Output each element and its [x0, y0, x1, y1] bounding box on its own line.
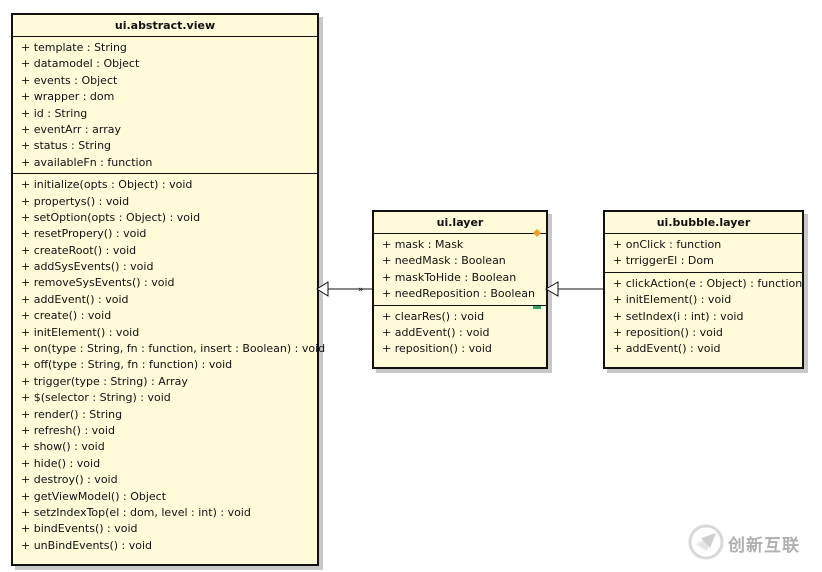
attribute-item: + eventArr : array: [21, 122, 121, 136]
methods-section: + initialize(opts : Object) : void + prop…: [13, 173, 326, 556]
orange-diamond-marker-icon: [533, 229, 541, 237]
method-item: + propertys() : void: [21, 194, 130, 208]
method-item: + bindEvents() : void: [21, 522, 138, 536]
method-item: + initElement() : void: [613, 293, 732, 307]
class-box-ui-layer[interactable]: ui.layer + mask : Mask + needMask : Boole…: [372, 210, 548, 369]
method-item: + clearRes() : void: [382, 309, 485, 323]
class-box-ui-abstract-view[interactable]: ui.abstract.view + template : String + da…: [11, 13, 326, 566]
method-item: + unBindEvents() : void: [21, 538, 153, 552]
method-item: + setzIndexTop(el : dom, level : int) : …: [21, 505, 251, 519]
method-item: + trigger(type : String) : Array: [21, 374, 188, 388]
class-box-ui-bubble-layer[interactable]: ui.bubble.layer + onClick : function + tr…: [603, 210, 804, 369]
attribute-item: + status : String: [21, 139, 112, 153]
method-item: + initialize(opts : Object) : void: [21, 178, 193, 192]
generalization-layer-to-view[interactable]: »: [316, 281, 372, 297]
method-item: + addSysEvents() : void: [21, 260, 154, 274]
method-item: + clickAction(e : Object) : function: [613, 276, 803, 290]
brand-logo-icon: [688, 524, 724, 560]
attribute-item: + maskToHide : Boolean: [382, 270, 517, 284]
methods-section: + clickAction(e : Object) : function + in…: [605, 271, 803, 360]
attribute-item: + trriggerEl : Dom: [613, 254, 714, 268]
method-item: + reposition() : void: [613, 325, 723, 339]
method-item: + show() : void: [21, 440, 105, 454]
inheritance-arrowhead-icon: [316, 281, 329, 297]
attribute-item: + wrapper : dom: [21, 90, 115, 104]
attributes-section: + mask : Mask + needMask : Boolean + maskT…: [374, 234, 546, 305]
attributes-section: + onClick : function + trriggerEl : Dom: [605, 234, 802, 272]
method-item: + addEvent() : void: [382, 325, 490, 339]
class-name: ui.abstract.view: [13, 15, 317, 37]
watermark-logo: 创新互联: [728, 536, 800, 556]
method-item: + on(type : String, fn : function, inser…: [21, 342, 326, 356]
method-item: + render() : String: [21, 407, 123, 421]
attribute-item: + needReposition : Boolean: [382, 287, 535, 301]
method-item: + destroy() : void: [21, 473, 118, 487]
attributes-section: + template : String + datamodel : Object +…: [13, 37, 317, 173]
attribute-item: + needMask : Boolean: [382, 254, 506, 268]
inheritance-arrowhead-icon: [545, 281, 559, 297]
connector-end-marker-icon: »: [358, 285, 364, 295]
attribute-item: + template : String: [21, 41, 127, 54]
method-item: + hide() : void: [21, 456, 101, 470]
methods-section: + clearRes() : void + addEvent() : void + …: [374, 304, 546, 360]
method-item: + removeSysEvents() : void: [21, 276, 175, 290]
attribute-item: + events : Object: [21, 73, 118, 87]
method-item: + off(type : String, fn : function) : vo…: [21, 358, 233, 372]
method-item: + createRoot() : void: [21, 243, 137, 257]
method-item: + initElement() : void: [21, 325, 140, 339]
attribute-item: + id : String: [21, 106, 88, 120]
attribute-item: + datamodel : Object: [21, 57, 140, 71]
attribute-item: + onClick : function: [613, 238, 722, 251]
method-item: + resetPropery() : void: [21, 227, 147, 241]
method-item: + setOption(opts : Object) : void: [21, 210, 201, 224]
method-item: + getViewModel() : Object: [21, 489, 167, 503]
attribute-item: + availableFn : function: [21, 155, 153, 169]
method-item: + refresh() : void: [21, 423, 115, 437]
method-item: + reposition() : void: [382, 342, 492, 356]
class-name: ui.layer: [374, 212, 546, 234]
generalization-bubble-to-layer[interactable]: [545, 281, 603, 297]
method-item: + addEvent() : void: [613, 342, 721, 356]
method-item: + create() : void: [21, 309, 112, 323]
method-item: + setIndex(i : int) : void: [613, 309, 744, 323]
green-marker-icon: [533, 306, 541, 309]
method-item: + addEvent() : void: [21, 292, 129, 306]
class-name: ui.bubble.layer: [605, 212, 802, 234]
method-item: + $(selector : String) : void: [21, 391, 171, 405]
attribute-item: + mask : Mask: [382, 238, 464, 251]
